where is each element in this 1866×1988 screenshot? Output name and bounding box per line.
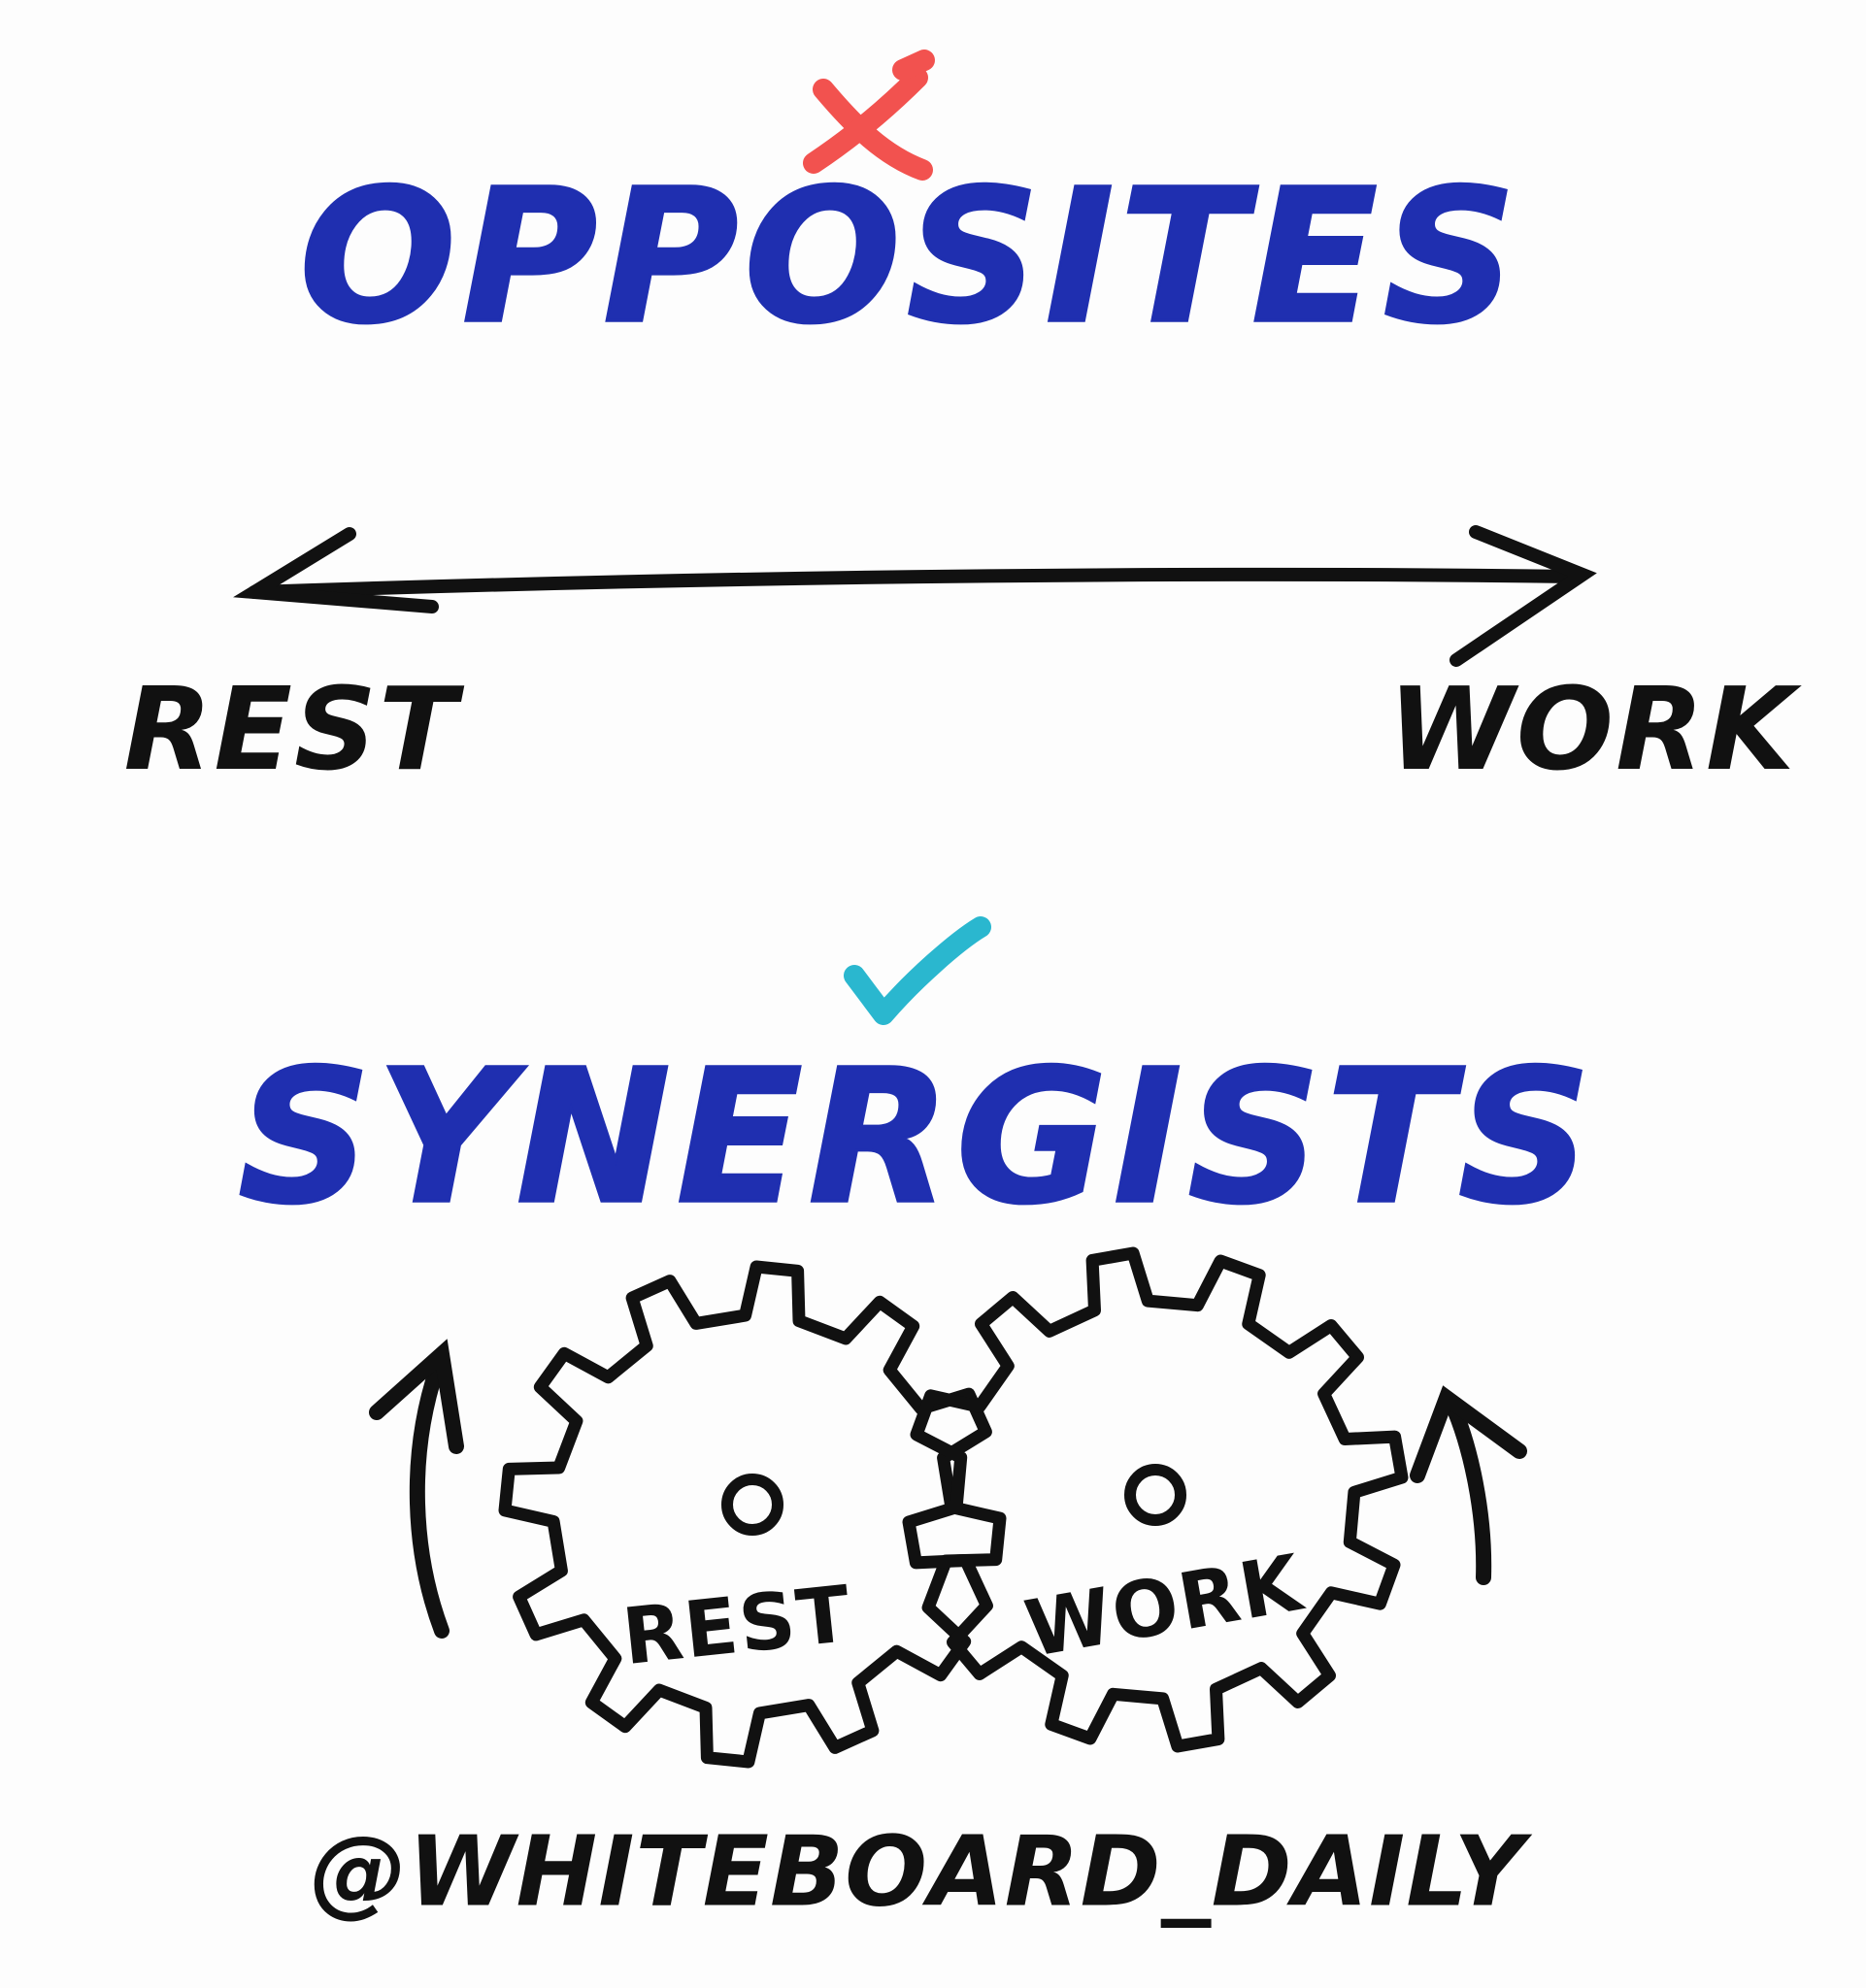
rest-gear-hub-icon bbox=[721, 1474, 783, 1536]
red-x-icon bbox=[803, 50, 935, 181]
right-arrowhead-icon bbox=[1449, 525, 1597, 667]
left-arrowhead-icon bbox=[233, 527, 439, 613]
whiteboard-daily-handle: @WHITEBOARD_DAILY bbox=[310, 1814, 1532, 1928]
spectrum-double-arrow bbox=[233, 525, 1597, 667]
rest-gear-icon bbox=[498, 1260, 1007, 1769]
work-gear-label: WORK bbox=[1018, 1538, 1311, 1675]
teal-check-icon bbox=[844, 916, 991, 1025]
work-gear-hub-icon bbox=[1124, 1464, 1186, 1526]
rest-gear-label: REST bbox=[618, 1569, 856, 1682]
spectrum-right-label: WORK bbox=[1388, 662, 1802, 796]
work-gear-icon bbox=[902, 1246, 1409, 1753]
left-up-arrow-icon bbox=[369, 1339, 464, 1639]
synergists-heading: SYNERGISTS bbox=[238, 1030, 1596, 1244]
right-up-arrow-icon bbox=[1410, 1385, 1527, 1585]
opposites-heading: OPPOSITES bbox=[299, 149, 1521, 364]
spectrum-left-label: REST bbox=[124, 662, 465, 796]
